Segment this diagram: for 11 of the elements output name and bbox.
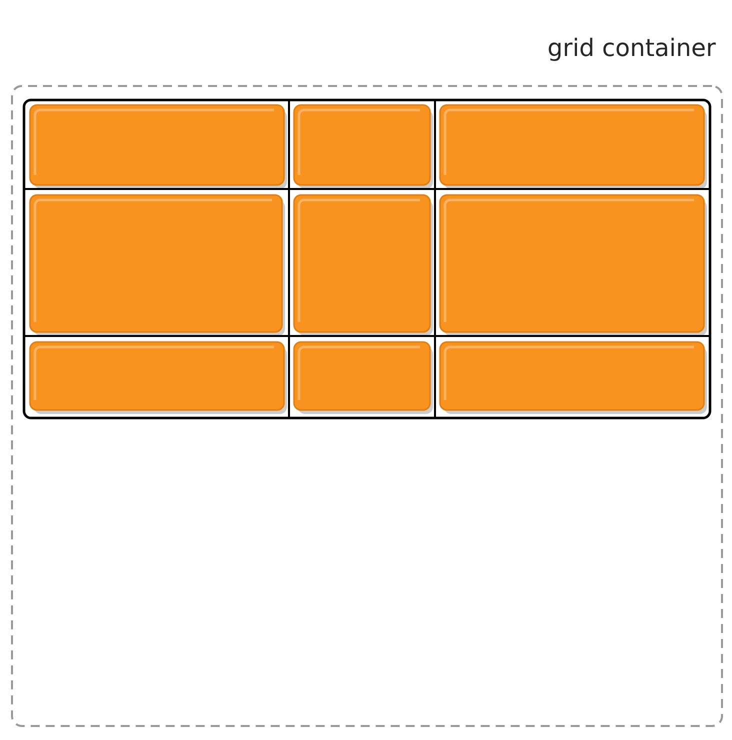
grid-box bbox=[22, 98, 712, 420]
grid-item bbox=[439, 341, 707, 414]
grid-item bbox=[439, 194, 707, 336]
grid-item bbox=[293, 194, 433, 336]
grid-item bbox=[29, 104, 287, 189]
heading: grid container bbox=[548, 38, 716, 61]
grid-item bbox=[29, 341, 287, 414]
grid-item bbox=[293, 104, 433, 189]
grid-item bbox=[29, 194, 285, 336]
grid-item bbox=[439, 104, 707, 189]
grid-item bbox=[293, 341, 433, 414]
